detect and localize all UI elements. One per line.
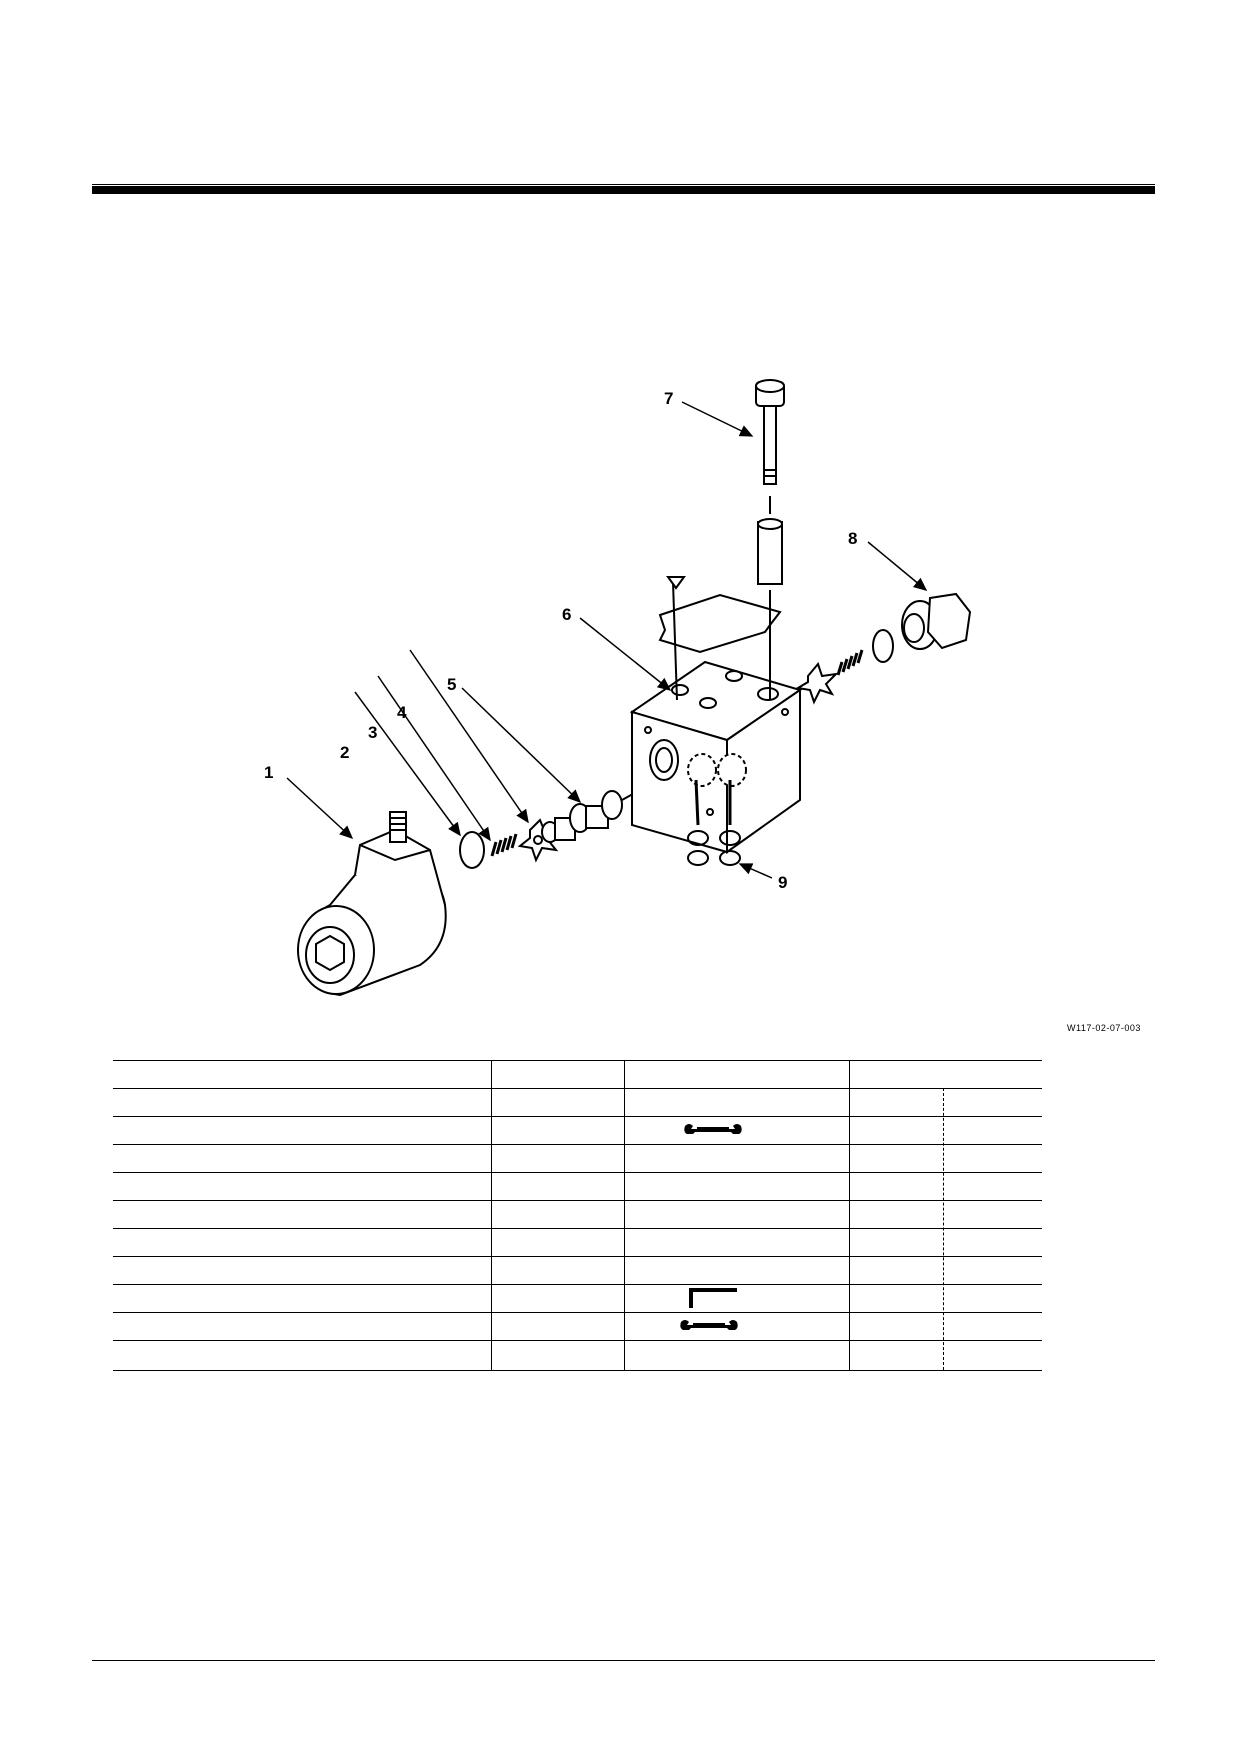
callout-3: 3 xyxy=(368,723,377,742)
table-column-rule xyxy=(849,1060,850,1370)
table-rule xyxy=(113,1370,1042,1371)
callout-4: 4 xyxy=(397,703,407,722)
callout-8: 8 xyxy=(848,529,857,548)
table-rule xyxy=(113,1256,1042,1257)
table-rule xyxy=(113,1088,1042,1089)
small-o-rings xyxy=(687,779,741,866)
table-rule xyxy=(113,1116,1042,1117)
header-rule xyxy=(92,186,1155,194)
wrench-icon xyxy=(680,1320,738,1330)
leader-arrows xyxy=(286,401,928,879)
callout-1: 1 xyxy=(264,763,273,782)
table-rule xyxy=(113,1144,1042,1145)
callout-6: 6 xyxy=(562,605,571,624)
hex-key-icon xyxy=(689,1288,737,1308)
solenoid-coil xyxy=(297,811,447,997)
table-rule xyxy=(113,1200,1042,1201)
header-rule-thin xyxy=(92,184,1155,185)
table-rule xyxy=(113,1172,1042,1173)
table-rule xyxy=(113,1340,1042,1341)
gasket-plate xyxy=(658,576,782,701)
table-rule xyxy=(113,1060,1042,1061)
callout-2: 2 xyxy=(340,743,349,762)
table-column-rule xyxy=(491,1060,492,1370)
callout-5: 5 xyxy=(447,675,456,694)
table-rule xyxy=(113,1312,1042,1313)
spec-table xyxy=(113,1060,1042,1372)
valve-spool xyxy=(541,789,641,843)
table-rule xyxy=(113,1284,1042,1285)
callout-7: 7 xyxy=(664,389,673,408)
footer-rule xyxy=(92,1660,1155,1661)
figure-reference: W117-02-07-003 xyxy=(1067,1023,1141,1033)
right-side-parts xyxy=(795,592,972,705)
spring xyxy=(490,833,518,857)
mounting-bolt xyxy=(755,379,785,700)
exploded-diagram: 1 2 3 4 5 6 7 8 9 xyxy=(264,379,972,997)
callout-9: 9 xyxy=(778,873,787,892)
wrench-icon xyxy=(684,1124,742,1134)
o-ring xyxy=(459,831,485,869)
table-column-rule xyxy=(624,1060,625,1370)
table-rule xyxy=(113,1228,1042,1229)
table-column-dashed-rule xyxy=(943,1088,944,1370)
valve-body xyxy=(629,660,803,854)
